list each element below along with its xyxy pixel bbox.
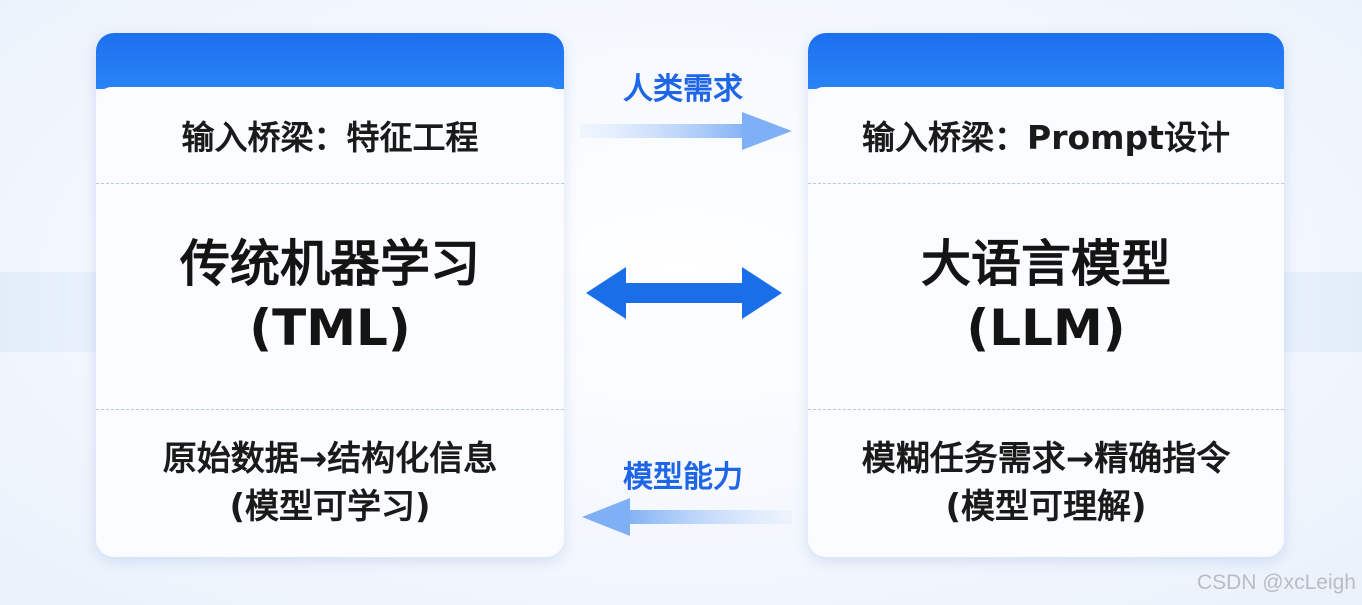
- tml-card-body: 输入桥梁：特征工程 传统机器学习 (TML) 原始数据→结构化信息 (模型可学习…: [96, 87, 564, 557]
- llm-card-body: 输入桥梁：Prompt设计 大语言模型 (LLM) 模糊任务需求→精确指令 (模…: [808, 87, 1284, 557]
- llm-transform-line1: 模糊任务需求→精确指令: [861, 439, 1231, 479]
- llm-card: 输入桥梁：Prompt设计 大语言模型 (LLM) 模糊任务需求→精确指令 (模…: [808, 33, 1284, 557]
- double-arrow-icon: [586, 267, 782, 319]
- tml-abbr: (TML): [249, 299, 411, 357]
- llm-input-bridge: 输入桥梁：Prompt设计: [808, 87, 1284, 184]
- watermark: CSDN @xcLeigh: [1196, 571, 1356, 594]
- right-arrow-icon: [580, 112, 792, 150]
- human-needs-label: 人类需求: [623, 72, 743, 107]
- tml-input-bridge: 输入桥梁：特征工程: [96, 87, 564, 184]
- tml-card-header: [96, 33, 564, 89]
- model-capability-label: 模型能力: [623, 460, 743, 495]
- tml-main-section: 传统机器学习 (TML): [96, 183, 564, 410]
- tml-transform-line2: (模型可学习): [229, 487, 431, 527]
- llm-main-section: 大语言模型 (LLM): [808, 183, 1284, 410]
- llm-transform-line2: (模型可理解): [945, 487, 1147, 527]
- left-arrow-icon: [582, 498, 792, 536]
- tml-card: 输入桥梁：特征工程 传统机器学习 (TML) 原始数据→结构化信息 (模型可学习…: [96, 33, 564, 557]
- llm-title: 大语言模型: [921, 235, 1171, 293]
- llm-card-header: [808, 33, 1284, 89]
- llm-transform-section: 模糊任务需求→精确指令 (模型可理解): [808, 409, 1284, 557]
- llm-abbr: (LLM): [966, 299, 1126, 357]
- tml-transform-line1: 原始数据→结构化信息: [162, 439, 498, 479]
- tml-transform-section: 原始数据→结构化信息 (模型可学习): [96, 409, 564, 557]
- tml-title: 传统机器学习: [180, 235, 480, 293]
